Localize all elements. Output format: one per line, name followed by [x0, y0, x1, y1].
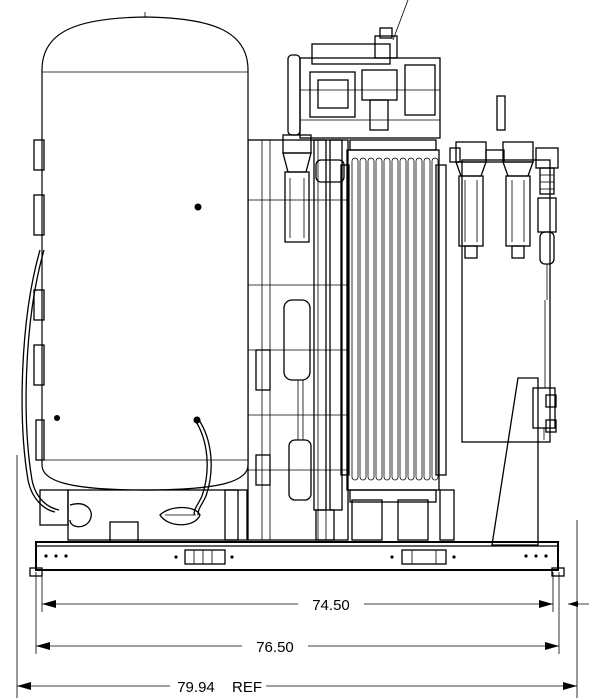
dim-text-79-94: 79.94 [177, 679, 215, 696]
tank-port-lower-left [54, 415, 60, 421]
cooler-fins [351, 157, 439, 481]
cooler-tube [367, 157, 375, 481]
cooler-tube [391, 157, 399, 481]
forklift-pocket-left [184, 549, 226, 565]
motor-compressor-head [287, 27, 441, 139]
cooler-tube [431, 157, 439, 481]
inline-filter-left [282, 134, 312, 243]
right-panel [461, 159, 551, 546]
filter-bank [449, 95, 559, 440]
cooler-tube [415, 157, 423, 481]
vertical-pipes [313, 139, 345, 511]
dimension-annotations: 74.50 76.50 79.94 REF [16, 455, 589, 698]
cooler-base-fittings [315, 489, 455, 541]
dim-text-74-50: 74.50 [312, 597, 350, 614]
background-frame [247, 139, 349, 541]
base-skid [29, 541, 565, 577]
cooler-tube [375, 157, 383, 481]
tank-port-upper [194, 203, 202, 211]
aftercooler [340, 139, 447, 503]
cooler-tube [383, 157, 391, 481]
dim-text-ref: REF [232, 679, 262, 696]
cooler-tube [359, 157, 367, 481]
dim-text-76-50: 76.50 [256, 639, 294, 656]
cooler-tube [351, 157, 359, 481]
forklift-pocket-right [401, 549, 447, 565]
top-leader-line [392, 0, 409, 41]
cooler-tube [399, 157, 407, 481]
cooler-tube [407, 157, 415, 481]
tank-port-lower-right [193, 416, 201, 424]
air-receiver-tank [21, 12, 249, 543]
cooler-tube [423, 157, 431, 481]
